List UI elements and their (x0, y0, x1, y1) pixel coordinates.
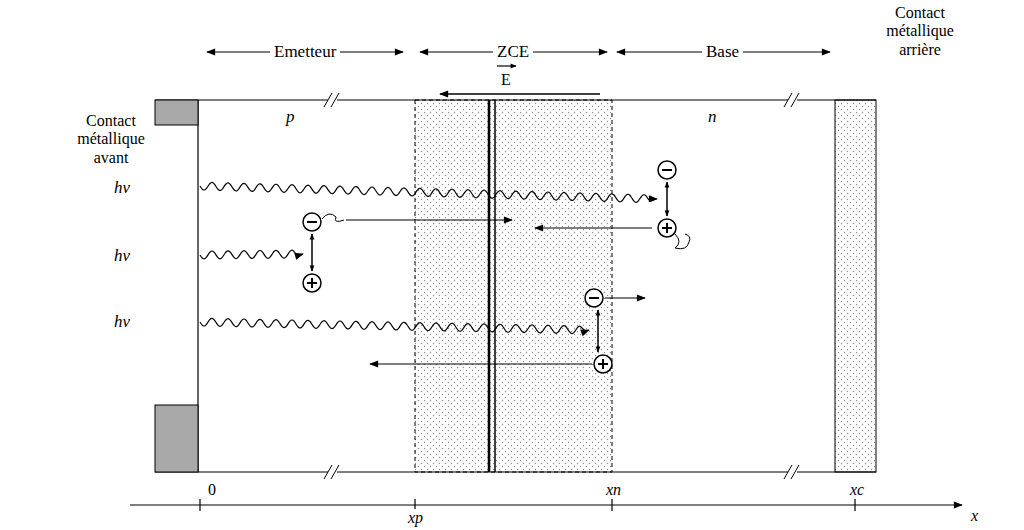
hole-path (535, 227, 652, 228)
drawing-part (662, 169, 672, 171)
hole-symbol (303, 274, 321, 292)
front-contact (155, 100, 198, 125)
photon-waves (200, 182, 657, 333)
region-label: Emetteur (270, 42, 340, 62)
drawing-part (658, 161, 676, 179)
region-label: Base (702, 42, 743, 62)
drawing-part (311, 278, 313, 288)
electron-path (605, 297, 645, 298)
drawing-part (602, 359, 604, 369)
axis-label: xc (850, 481, 864, 499)
break-mark (784, 93, 799, 107)
cell-bottom-edge (155, 471, 876, 472)
photon-label: hν (114, 312, 130, 332)
drawing-part (307, 221, 317, 223)
photon-wave (200, 318, 589, 333)
photon-wave (200, 250, 303, 259)
photon-label: hν (114, 246, 130, 266)
photon-wave (200, 182, 657, 202)
break-mark (324, 93, 339, 107)
drawing-part (784, 93, 792, 107)
diffusion-squiggle (675, 234, 690, 249)
front-contact (155, 405, 198, 472)
doping-label: n (708, 107, 717, 127)
electron-symbol (303, 213, 321, 231)
axis-label: 0 (208, 481, 216, 499)
drawing-part (303, 274, 321, 292)
drawing-part (331, 465, 339, 479)
vector-arrow (497, 65, 516, 66)
pair-arrow (311, 234, 313, 271)
hole-symbol (658, 219, 676, 237)
hole-path (370, 363, 592, 364)
drawing-part (791, 93, 799, 107)
drawing-part (791, 465, 799, 479)
drawing-part (666, 223, 668, 233)
junction-line (494, 100, 496, 472)
drawing-part (324, 465, 332, 479)
drawing-part (303, 213, 321, 231)
field-label: E (501, 71, 511, 89)
axis-tick (199, 499, 200, 511)
photon-label: hν (114, 178, 130, 198)
axis-label: xn (606, 481, 621, 499)
space-charge-zone (415, 100, 612, 472)
x-axis (130, 504, 962, 505)
cell-top-edge (155, 99, 876, 100)
doping-label: p (286, 107, 295, 127)
pair-arrow (597, 310, 599, 352)
electron-path (346, 219, 512, 220)
junction-line (488, 100, 491, 472)
region-label: ZCE (493, 42, 533, 62)
drawing-part (589, 297, 599, 299)
axis-tick (414, 499, 415, 509)
drawing-part (658, 219, 676, 237)
drawing-part (324, 93, 332, 107)
axis-tick (611, 499, 612, 511)
contact-label: Contact métallique arrière (872, 4, 968, 59)
break-mark (784, 465, 799, 479)
drawing-part (784, 465, 792, 479)
drawing-part (331, 93, 339, 107)
axis-tick (854, 499, 855, 511)
contact-label: Contact métallique avant (68, 112, 154, 167)
break-mark (324, 465, 339, 479)
electron-symbol (585, 289, 603, 307)
hole-symbol (594, 355, 612, 373)
diffusion-squiggle (322, 214, 344, 222)
field-arrow (440, 93, 600, 95)
drawing-part (585, 289, 603, 307)
axis-label: x (971, 507, 978, 525)
drawing-part (594, 355, 612, 373)
rear-contact (835, 100, 876, 472)
electron-symbol (658, 161, 676, 179)
axis-label: xp (408, 509, 423, 527)
pair-arrow (666, 182, 668, 216)
